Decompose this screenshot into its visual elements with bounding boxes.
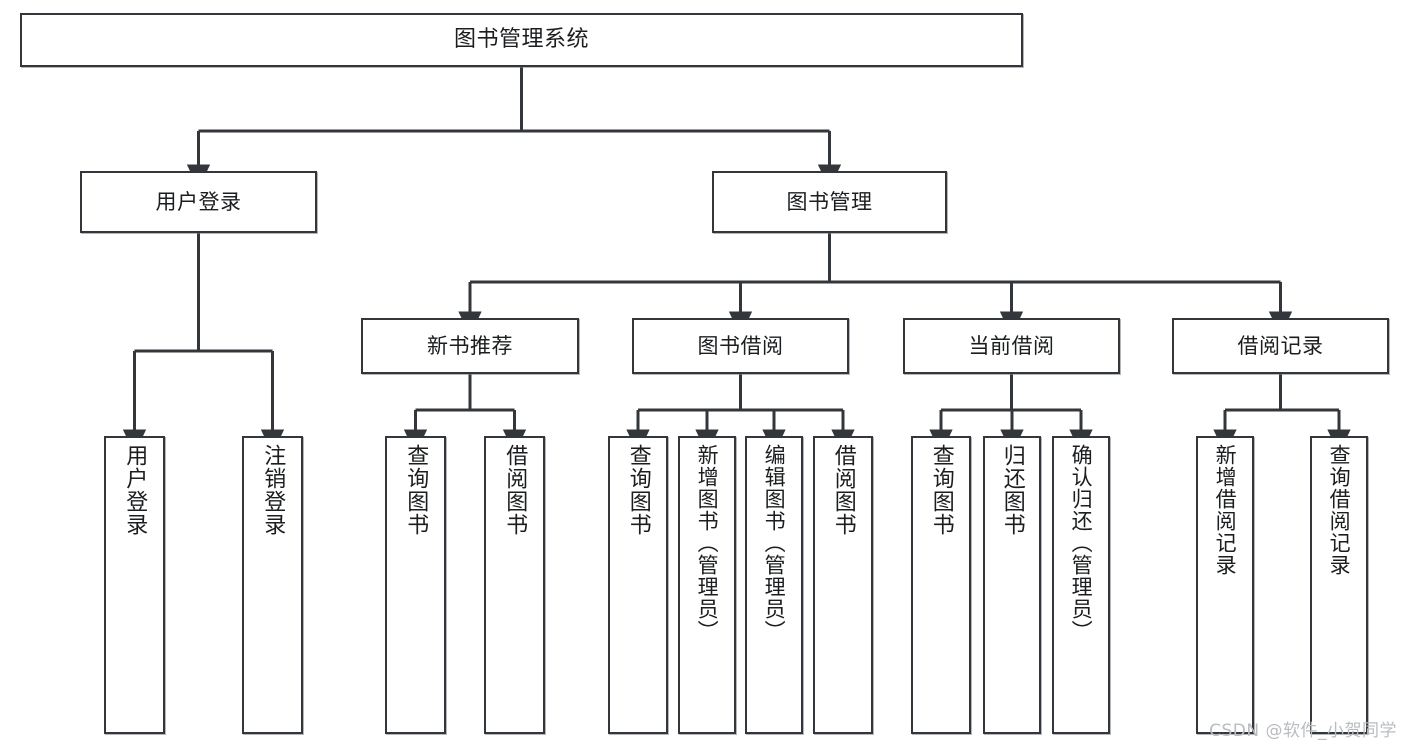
node-leaf-rec-query[interactable]: 查询图书 (385, 436, 446, 734)
node-label: 借阅图书 (502, 444, 528, 536)
node-new-book-rec[interactable]: 新书推荐 (361, 318, 579, 374)
node-label: 新书推荐 (427, 333, 513, 358)
node-label: 借阅图书 (830, 444, 856, 536)
node-leaf-bb-edit[interactable]: 编辑图书（管理员） (745, 436, 803, 734)
node-label: 查询借阅记录 (1327, 444, 1352, 576)
node-label: 图书管理 (786, 189, 873, 214)
node-leaf-br-add[interactable]: 新增借阅记录 (1196, 436, 1254, 734)
node-label: 编辑图书（管理员） (762, 444, 787, 642)
node-label: 确认归还（管理员） (1069, 444, 1094, 642)
node-label: 查询图书 (928, 444, 954, 536)
node-book-manage[interactable]: 图书管理 (712, 171, 947, 233)
node-leaf-cb-query[interactable]: 查询图书 (911, 436, 971, 734)
node-label: 注销登录 (260, 444, 286, 536)
node-leaf-bb-query[interactable]: 查询图书 (608, 436, 668, 734)
node-label: 当前借阅 (968, 333, 1055, 358)
node-label: 图书管理系统 (453, 27, 589, 53)
node-label: 借阅记录 (1237, 333, 1324, 358)
node-leaf-rec-borrow[interactable]: 借阅图书 (484, 436, 545, 734)
node-leaf-bb-add[interactable]: 新增图书（管理员） (678, 436, 736, 734)
node-borrow-record[interactable]: 借阅记录 (1172, 318, 1389, 374)
node-label: 新增图书（管理员） (695, 444, 720, 642)
node-leaf-user-login[interactable]: 用户登录 (104, 436, 165, 734)
node-label: 用户登录 (122, 444, 148, 536)
node-label: 查询图书 (403, 444, 429, 536)
node-book-borrow[interactable]: 图书借阅 (632, 318, 849, 374)
node-leaf-cb-confirm[interactable]: 确认归还（管理员） (1052, 436, 1110, 734)
node-leaf-bb-borrow[interactable]: 借阅图书 (813, 436, 873, 734)
node-current-borrow[interactable]: 当前借阅 (903, 318, 1120, 374)
node-leaf-br-query[interactable]: 查询借阅记录 (1310, 436, 1368, 734)
node-label: 查询图书 (625, 444, 651, 536)
node-label: 用户登录 (155, 189, 242, 214)
node-label: 新增借阅记录 (1213, 444, 1238, 576)
node-label: 归还图书 (999, 444, 1025, 536)
node-root[interactable]: 图书管理系统 (20, 13, 1023, 67)
node-user-login[interactable]: 用户登录 (80, 171, 317, 233)
node-leaf-cb-return[interactable]: 归还图书 (983, 436, 1041, 734)
node-label: 图书借阅 (697, 333, 784, 358)
node-leaf-logout[interactable]: 注销登录 (242, 436, 303, 734)
csdn-watermark: CSDN @软件_小贺同学 (1209, 721, 1397, 741)
